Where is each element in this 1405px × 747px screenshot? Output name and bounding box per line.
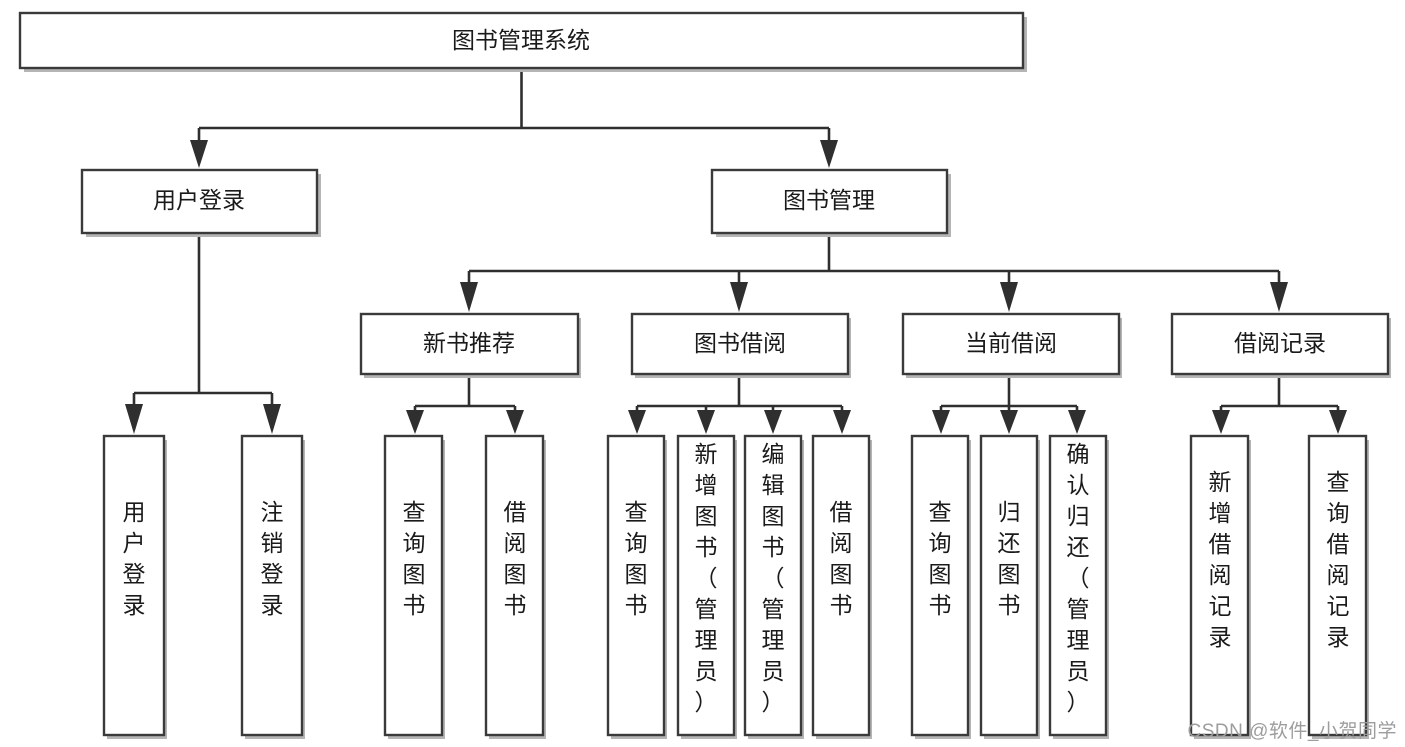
node-leaf-add-borrow-record-box xyxy=(1189,434,1250,737)
node-leaf-return-book-label: 归还图书 xyxy=(998,499,1021,618)
arrow-head-new-book-recommend xyxy=(460,282,478,312)
node-leaf-borrow-book-1[interactable]: 借阅图书 xyxy=(484,434,546,739)
node-leaf-add-book-box xyxy=(676,434,736,737)
node-leaf-query-book-3-box xyxy=(910,434,970,737)
node-book-borrow-label: 图书借阅 xyxy=(694,330,786,356)
node-book-management[interactable]: 图书管理 xyxy=(710,168,951,237)
watermark-text: CSDN @软件_小贺同学 xyxy=(1187,721,1397,742)
arrow-head-leaf-return-book xyxy=(1000,410,1018,434)
node-leaf-query-book-3-label: 查询图书 xyxy=(929,499,952,618)
arrow-head-leaf-query-book-1 xyxy=(406,410,424,434)
node-leaf-borrow-book-2-label: 借阅图书 xyxy=(830,499,853,618)
node-leaf-edit-book[interactable]: 编辑图书（管理员） xyxy=(743,434,804,739)
node-leaf-confirm-return[interactable]: 确认归还（管理员） xyxy=(1048,434,1109,739)
node-book-borrow-box xyxy=(630,312,850,376)
node-root[interactable]: 图书管理系统 xyxy=(18,11,1027,72)
node-book-borrow[interactable]: 图书借阅 xyxy=(630,312,851,378)
node-leaf-logout-login-box xyxy=(240,434,304,737)
connector-group-borrow-record xyxy=(1212,375,1347,434)
node-current-borrow-box xyxy=(901,312,1121,376)
node-leaf-query-book-3[interactable]: 查询图书 xyxy=(910,434,971,739)
node-leaf-borrow-book-1-label: 借阅图书 xyxy=(504,499,527,618)
arrow-head-leaf-borrow-book-2 xyxy=(833,410,851,434)
connector-group-user-login xyxy=(125,233,281,434)
arrow-head-book-management xyxy=(820,140,838,168)
arrow-head-leaf-query-book-3 xyxy=(932,410,950,434)
node-leaf-return-book-box xyxy=(979,434,1039,737)
arrow-head-book-borrow xyxy=(730,282,748,312)
node-user-login-box xyxy=(80,168,319,235)
arrow-head-leaf-query-book-2 xyxy=(628,410,646,434)
node-book-management-label: 图书管理 xyxy=(783,187,875,213)
node-leaf-edit-book-label: 编辑图书（管理员） xyxy=(762,441,785,715)
node-new-book-recommend-box xyxy=(359,312,580,376)
node-leaf-query-borrow-record[interactable]: 查询借阅记录 xyxy=(1307,434,1369,739)
node-leaf-borrow-book-2-box xyxy=(811,434,871,737)
node-new-book-recommend-label: 新书推荐 xyxy=(423,330,515,356)
node-leaf-logout-login-label: 注销登录 xyxy=(261,499,284,618)
node-root-box xyxy=(18,11,1025,70)
node-leaf-edit-book-box xyxy=(743,434,803,737)
node-leaf-confirm-return-box xyxy=(1048,434,1108,737)
node-current-borrow-label: 当前借阅 xyxy=(965,330,1057,356)
connector-group-book-management xyxy=(460,233,1288,312)
node-leaf-query-borrow-record-box xyxy=(1307,434,1368,737)
node-current-borrow[interactable]: 当前借阅 xyxy=(901,312,1122,378)
node-leaf-add-book[interactable]: 新增图书（管理员） xyxy=(676,434,737,739)
connector-group-new-book-recommend xyxy=(406,374,524,434)
arrow-head-leaf-logout-login xyxy=(263,404,281,434)
node-leaf-borrow-book-1-box xyxy=(484,434,545,737)
arrow-head-leaf-query-borrow-record xyxy=(1329,410,1347,434)
node-leaf-confirm-return-label: 确认归还（管理员） xyxy=(1067,441,1090,715)
node-leaf-borrow-book-2[interactable]: 借阅图书 xyxy=(811,434,872,739)
node-root-label: 图书管理系统 xyxy=(452,27,590,53)
node-user-login[interactable]: 用户登录 xyxy=(80,168,321,237)
arrow-head-leaf-add-borrow-record xyxy=(1212,410,1230,434)
node-book-management-box xyxy=(710,168,949,235)
node-borrow-record[interactable]: 借阅记录 xyxy=(1170,312,1391,378)
node-leaf-query-book-1-label: 查询图书 xyxy=(403,499,426,618)
node-leaf-return-book[interactable]: 归还图书 xyxy=(979,434,1040,739)
node-leaf-query-borrow-record-label: 查询借阅记录 xyxy=(1327,469,1350,650)
connector-group-root xyxy=(190,68,838,168)
arrow-head-leaf-user-login xyxy=(125,404,143,434)
node-leaf-add-borrow-record-label: 新增借阅记录 xyxy=(1209,469,1232,650)
node-leaf-logout-login[interactable]: 注销登录 xyxy=(240,434,305,739)
node-new-book-recommend[interactable]: 新书推荐 xyxy=(359,312,581,378)
node-leaf-user-login-box xyxy=(102,434,166,737)
node-leaf-query-book-1[interactable]: 查询图书 xyxy=(383,434,445,739)
node-leaf-query-book-2[interactable]: 查询图书 xyxy=(606,434,667,739)
node-borrow-record-label: 借阅记录 xyxy=(1234,330,1326,356)
arrow-head-leaf-edit-book xyxy=(764,410,782,434)
node-leaf-query-book-1-box xyxy=(383,434,444,737)
connector-group-current-borrow xyxy=(932,375,1086,434)
node-leaf-query-book-2-label: 查询图书 xyxy=(625,499,648,618)
arrow-head-borrow-record xyxy=(1270,282,1288,312)
arrow-head-leaf-add-book xyxy=(697,410,715,434)
node-leaf-add-borrow-record[interactable]: 新增借阅记录 xyxy=(1189,434,1251,739)
connector-group-book-borrow xyxy=(628,375,851,434)
arrow-head-leaf-borrow-book-1 xyxy=(506,410,524,434)
arrow-head-current-borrow xyxy=(1000,282,1018,312)
node-user-login-label: 用户登录 xyxy=(153,187,245,213)
node-leaf-add-book-label: 新增图书（管理员） xyxy=(695,441,718,715)
node-leaf-query-book-2-box xyxy=(606,434,666,737)
arrow-head-user-login xyxy=(190,140,208,168)
node-leaf-user-login[interactable]: 用户登录 xyxy=(102,434,167,739)
node-leaf-user-login-label: 用户登录 xyxy=(123,499,146,618)
node-borrow-record-box xyxy=(1170,312,1390,376)
arrow-head-leaf-confirm-return xyxy=(1068,410,1086,434)
